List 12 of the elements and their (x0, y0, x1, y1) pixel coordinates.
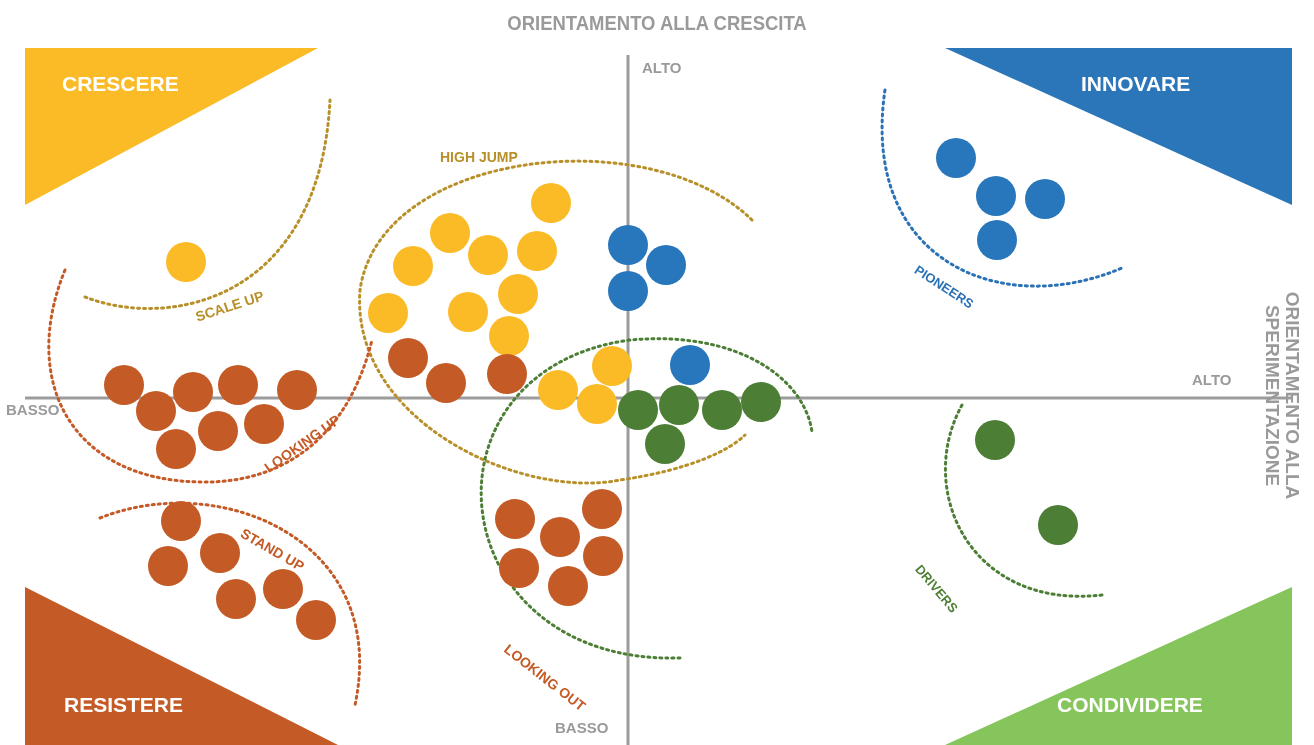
axis-title: ORIENTAMENTO ALLA CRESCITA (506, 12, 808, 33)
quadrant-label: INNOVARE (1081, 73, 1191, 94)
quadrant-label: RESISTERE (64, 694, 184, 715)
axis-end-label: BASSO (6, 402, 60, 417)
cluster-label: HIGH JUMP (440, 150, 518, 164)
quadrant-label: CONDIVIDERE (1057, 694, 1203, 715)
cluster-label: SCALE UP (193, 288, 266, 324)
axis-title: ORIENTAMENTO ALLA SPERIMENTAZIONE (1262, 290, 1302, 502)
quadrant-label: CRESCERE (62, 73, 179, 94)
axis-end-label: BASSO (555, 720, 609, 735)
axis-end-label: ALTO (1192, 372, 1232, 387)
axis-end-label: ALTO (642, 60, 682, 75)
